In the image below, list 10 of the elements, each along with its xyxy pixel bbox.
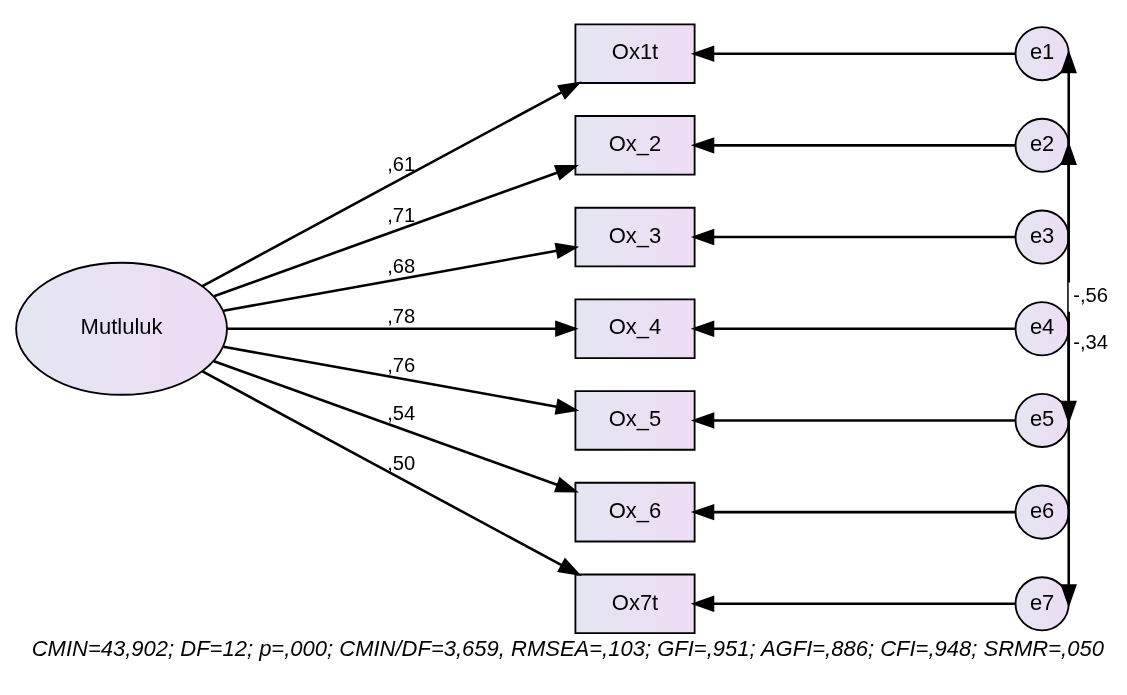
edge-label: ,71	[387, 203, 416, 226]
edge-label: -,34	[1073, 330, 1109, 353]
edge-label: ,68	[387, 254, 416, 277]
edge-label: ,76	[387, 353, 416, 376]
edge-label: ,78	[387, 304, 416, 327]
edge-label: ,54	[387, 401, 416, 424]
edge-label: ,50	[387, 451, 416, 474]
caption: CMIN=43,902; DF=12; p=,000; CMIN/DF=3,659, RMSEA=,103; GFI=,951; AGFI=,886; CFI=,948; SRMR=,050	[31, 635, 1104, 661]
edge-label: ,61	[387, 152, 416, 175]
edge-label: -,56	[1073, 283, 1109, 306]
